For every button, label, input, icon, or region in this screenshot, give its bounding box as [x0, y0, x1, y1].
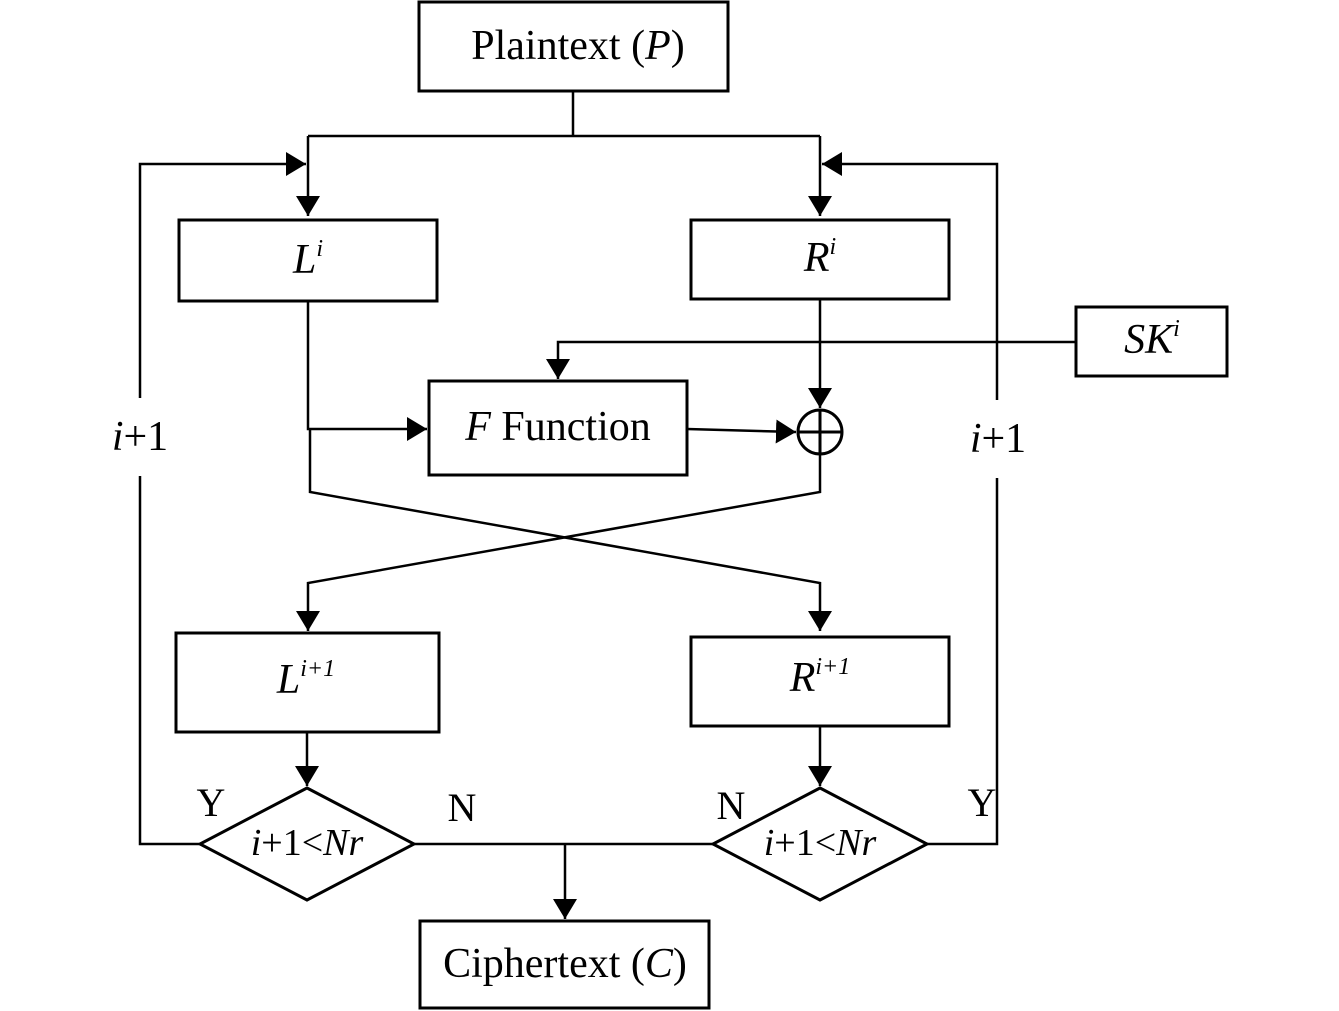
no-right-label: N: [716, 783, 746, 828]
subkey-label: SKi: [1124, 316, 1180, 363]
subkey-to-f-arrow: [546, 340, 1076, 379]
f-function-box: [427, 379, 689, 477]
f-to-xor-arrow: [686, 419, 797, 444]
loop-right-wire: [822, 152, 999, 846]
loop-left-label: i+1: [111, 398, 169, 476]
left-output-label: Li+1: [276, 656, 336, 703]
right-output-label: Ri+1: [789, 654, 851, 701]
ciphertext-label: Ciphertext (C): [443, 941, 687, 987]
subkey-box: [1074, 305, 1229, 378]
f-function-label: F Function: [465, 404, 651, 450]
decision-right-label: i+1<Nr: [763, 822, 877, 864]
left-to-f-arrow: [306, 301, 427, 441]
no-left-label: N: [447, 785, 477, 830]
left-input-label: Li: [292, 236, 324, 283]
right-input-label: Ri: [803, 234, 837, 281]
xor-icon: [796, 408, 844, 456]
plaintext-split-wire: [308, 91, 820, 138]
xor-to-left-output-arrow: [296, 454, 822, 631]
ciphertext-box: [418, 919, 711, 1010]
yes-left-label: Y: [196, 780, 226, 825]
yes-right-label: Y: [967, 780, 997, 825]
left-input-box: [177, 218, 439, 303]
loop-left-wire: [138, 152, 306, 846]
plaintext-box: [417, 0, 730, 93]
left-output-box: [174, 631, 441, 734]
plaintext-label: Plaintext (P): [471, 23, 685, 69]
decision-right-diamond: [709, 786, 931, 902]
decision-left-label: i+1<Nr: [250, 822, 364, 864]
loop-right-label: i+1: [969, 400, 1027, 478]
decision-left-diamond: [196, 786, 418, 902]
